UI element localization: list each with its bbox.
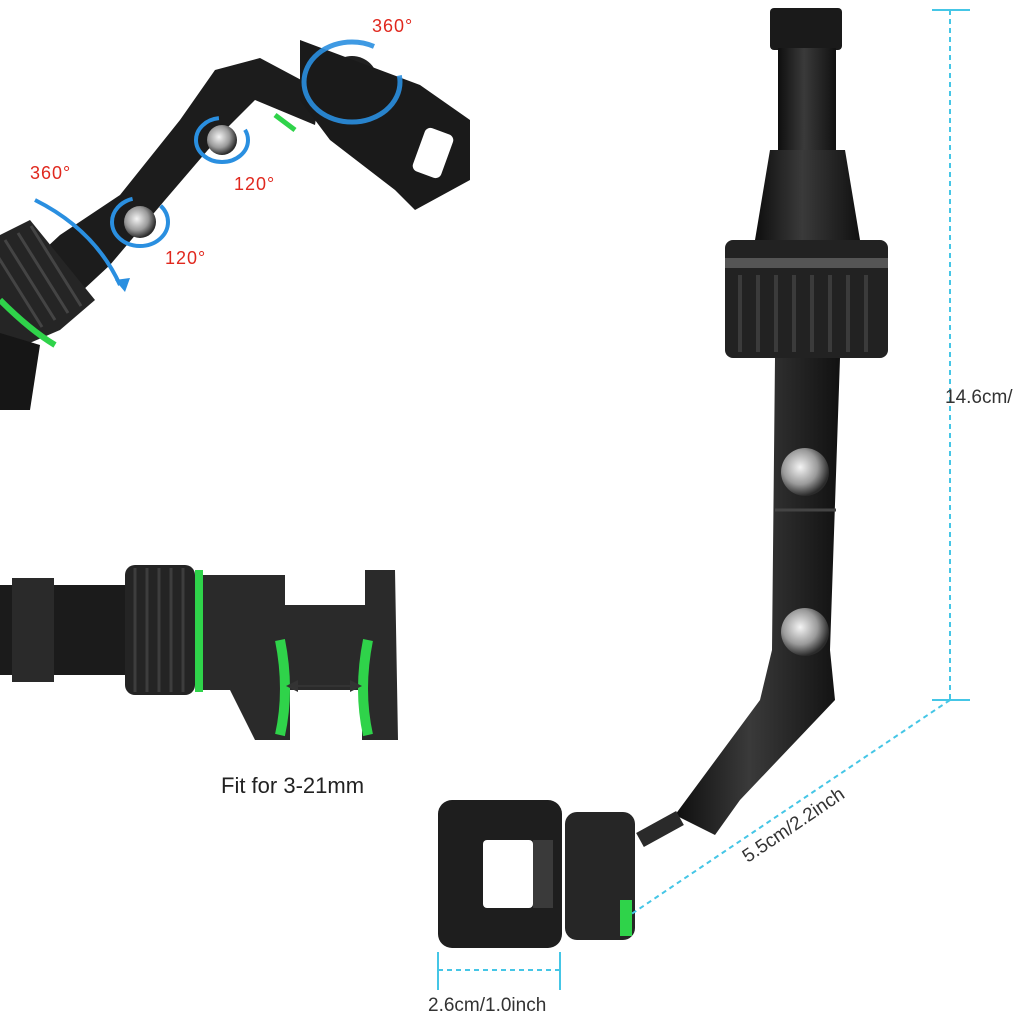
height-dimension-label: 14.6cm/: [945, 387, 1013, 408]
rotating-arm-view: [0, 39, 470, 410]
rotation-label-upper-120: 120°: [234, 174, 276, 194]
joint-knob-upper: [207, 125, 237, 155]
upright-holder-view: [438, 8, 888, 948]
clip-range-caption: Fit for 3-21mm: [221, 773, 365, 798]
stem-knob-upper: [781, 448, 829, 496]
clip-width-dimension-label: 2.6cm/1.0inch: [428, 995, 547, 1016]
dimension-lines: [437, 9, 970, 990]
clip-detail-view: [0, 565, 398, 740]
rotation-label-top-360: 360°: [372, 16, 414, 36]
joint-knob-lower: [124, 206, 156, 238]
rotation-label-left-360: 360°: [30, 163, 72, 183]
rotation-label-lower-120: 120°: [165, 248, 207, 268]
stem-knob-lower: [781, 608, 829, 656]
